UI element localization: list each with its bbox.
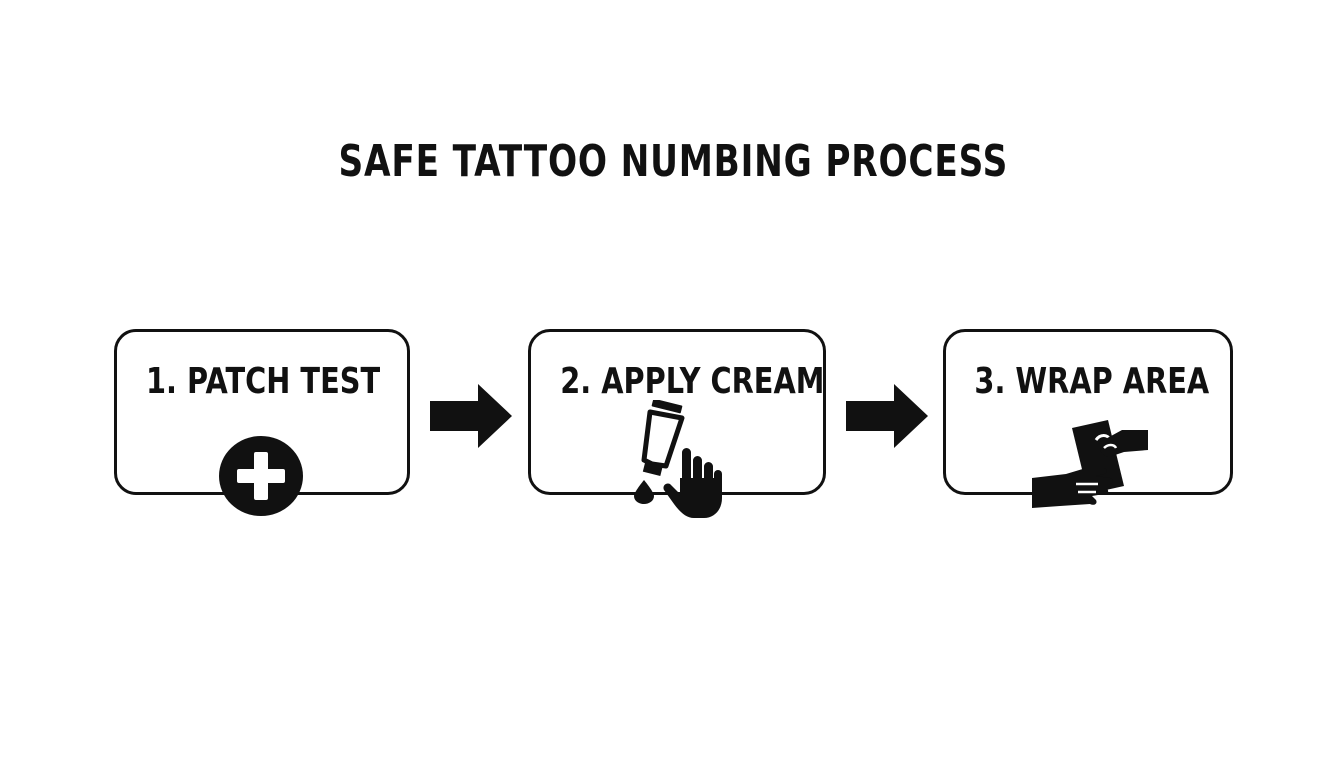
arrow-right-icon (430, 384, 512, 448)
step-box-apply-cream: 2. APPLY CREAM (528, 329, 826, 495)
cream-tube-icon (634, 400, 685, 504)
step-label: 3. WRAP AREA (974, 361, 1210, 402)
hands-wrap-icon (1032, 420, 1148, 508)
step-label: 1. PATCH TEST (146, 361, 381, 402)
step-label: 2. APPLY CREAM (560, 361, 825, 402)
hand-icon (663, 448, 722, 518)
arrow-right-icon (846, 384, 928, 448)
medical-cross-icon (219, 436, 303, 516)
diagram-title: SAFE TATTOO NUMBING PROCESS (338, 136, 1009, 187)
